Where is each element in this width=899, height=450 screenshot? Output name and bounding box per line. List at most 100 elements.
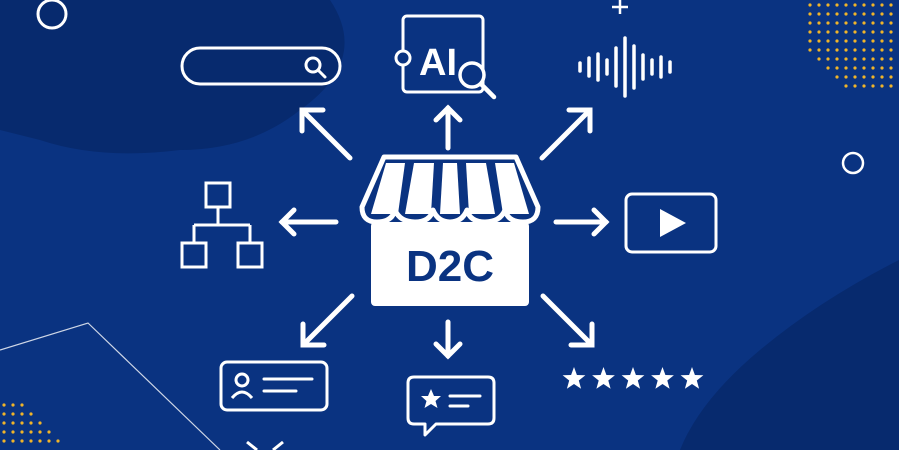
dot	[808, 30, 812, 34]
dot	[29, 412, 33, 416]
dot	[817, 30, 821, 34]
audio-wave-icon	[578, 36, 672, 98]
dot	[862, 48, 866, 52]
dot	[871, 57, 875, 61]
arrow-up-right	[539, 107, 593, 161]
top-left-blob	[0, 0, 345, 154]
dot	[808, 48, 812, 52]
circle-deco-icon	[36, 0, 68, 30]
dot	[844, 21, 848, 25]
dot	[808, 39, 812, 43]
dot	[11, 412, 15, 416]
dot	[11, 403, 15, 407]
dot	[853, 48, 857, 52]
dot	[844, 30, 848, 34]
dot	[808, 21, 812, 25]
dot	[871, 84, 875, 88]
dot	[826, 57, 830, 61]
dot	[817, 21, 821, 25]
dot	[889, 12, 893, 16]
arrow-head	[278, 207, 297, 237]
dot	[844, 12, 848, 16]
dot	[844, 48, 848, 52]
dot	[826, 21, 830, 25]
dot	[862, 21, 866, 25]
dot	[880, 39, 884, 43]
dot	[11, 430, 15, 434]
dot	[871, 21, 875, 25]
dot	[20, 403, 24, 407]
dot	[871, 39, 875, 43]
dot	[29, 430, 33, 434]
dot	[853, 66, 857, 70]
rating-star-icon	[562, 367, 586, 389]
dot	[889, 30, 893, 34]
dot	[835, 12, 839, 16]
dot	[826, 3, 830, 7]
dot	[817, 57, 821, 61]
dot	[47, 430, 51, 434]
dot	[38, 421, 42, 425]
dot	[826, 66, 830, 70]
dot	[11, 421, 15, 425]
rating-star-icon	[680, 367, 704, 389]
ai-label: AI	[419, 42, 457, 84]
dot-grid-bottom-left	[2, 403, 60, 443]
dot	[817, 48, 821, 52]
dot	[862, 57, 866, 61]
dot	[20, 421, 24, 425]
dot	[844, 57, 848, 61]
dot	[808, 3, 812, 7]
dot	[844, 3, 848, 7]
dot	[11, 439, 15, 443]
dot	[38, 430, 42, 434]
dot	[889, 66, 893, 70]
dot	[2, 412, 6, 416]
dot	[853, 39, 857, 43]
dot	[871, 48, 875, 52]
dot	[853, 3, 857, 7]
dot	[835, 21, 839, 25]
dot	[835, 57, 839, 61]
dot	[853, 12, 857, 16]
arrow-down-right	[540, 293, 595, 348]
arrow-head	[300, 321, 327, 348]
dot	[853, 21, 857, 25]
dot	[871, 66, 875, 70]
dot	[20, 430, 24, 434]
store-label: D2C	[406, 242, 494, 291]
dot	[29, 439, 33, 443]
arrow-up-left	[299, 107, 353, 161]
dot	[880, 12, 884, 16]
dot	[817, 3, 821, 7]
dot	[889, 3, 893, 7]
arrow-head	[566, 107, 593, 134]
dot	[2, 403, 6, 407]
dot	[862, 3, 866, 7]
dot	[817, 39, 821, 43]
dot	[862, 30, 866, 34]
dot	[889, 39, 893, 43]
triangle-outline	[0, 322, 221, 450]
dot	[871, 3, 875, 7]
dot	[844, 66, 848, 70]
arrow-head	[433, 104, 463, 123]
dot-grid-top-right	[808, 3, 893, 88]
bottom-right-blob	[680, 260, 899, 450]
arrow-head	[299, 107, 326, 134]
arrows	[278, 104, 610, 360]
dot	[38, 439, 42, 443]
dot	[2, 430, 6, 434]
dot	[871, 12, 875, 16]
d2c-store-icon: D2C	[359, 154, 541, 306]
five-star-rating-icon	[562, 367, 704, 389]
dot	[889, 57, 893, 61]
plus-deco-icon	[612, 0, 628, 14]
dot	[853, 75, 857, 79]
dot	[862, 66, 866, 70]
arrow-head	[568, 321, 595, 348]
dot	[826, 39, 830, 43]
dot	[880, 21, 884, 25]
dot	[871, 30, 875, 34]
dot	[862, 84, 866, 88]
